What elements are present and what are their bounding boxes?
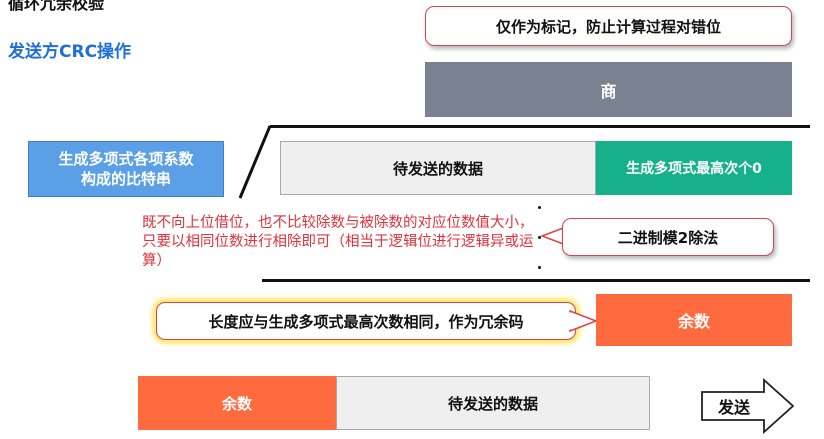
data-to-send-label: 待发送的数据	[392, 159, 483, 178]
frame-data-label: 待发送的数据	[447, 394, 538, 413]
remainder-box: 余数	[596, 294, 792, 346]
remainder-length-text: 长度应与生成多项式最高次数相同，作为冗余码	[208, 312, 524, 331]
remainder-length-text-wrap: 长度应与生成多项式最高次数相同，作为冗余码	[156, 302, 576, 340]
frame-remainder-box: 余数	[138, 376, 336, 430]
xor-explanation-note: 既不向上位借位，也不比较除数与被除数的对应位数值大小，只要以相同位数进行相除即可…	[142, 215, 534, 269]
generator-label-line2: 构成的比特串	[80, 170, 171, 188]
marker-note-callout: 仅作为标记，防止计算过程对错位	[425, 6, 792, 46]
method-callout: 二进制模2除法	[562, 218, 774, 256]
quotient-box: 商	[425, 62, 792, 117]
marker-note-text: 仅作为标记，防止计算过程对错位	[495, 17, 721, 36]
method-label: 二进制模2除法	[617, 228, 719, 247]
ellipsis-dot-1	[538, 206, 541, 209]
remainder-label: 余数	[677, 312, 710, 331]
generator-bits-box: 生成多项式各项系数 构成的比特串	[28, 141, 224, 197]
ellipsis-dot-2	[538, 236, 541, 239]
send-label-wrap: 发送	[702, 392, 766, 420]
data-to-send-box: 待发送的数据	[280, 141, 596, 195]
frame-data-box: 待发送的数据	[336, 376, 650, 430]
section-subtitle: 发送方CRC操作	[8, 42, 132, 62]
frame-remainder-label: 余数	[221, 394, 252, 413]
page-title: 循环冗余校验	[8, 0, 105, 13]
appended-zeros-label: 生成多项式最高次个0	[626, 161, 762, 177]
division-bracket-slash	[238, 125, 272, 199]
send-label: 发送	[717, 398, 750, 417]
ellipsis-dot-3	[538, 266, 541, 269]
remainder-length-callout	[156, 302, 576, 340]
send-arrow-icon	[701, 378, 795, 434]
remainder-callout-pointer	[568, 309, 598, 333]
quotient-label: 商	[600, 81, 617, 101]
generator-label-line1: 生成多项式各项系数	[58, 150, 194, 168]
appended-zeros-box: 生成多项式最高次个0	[596, 141, 792, 195]
